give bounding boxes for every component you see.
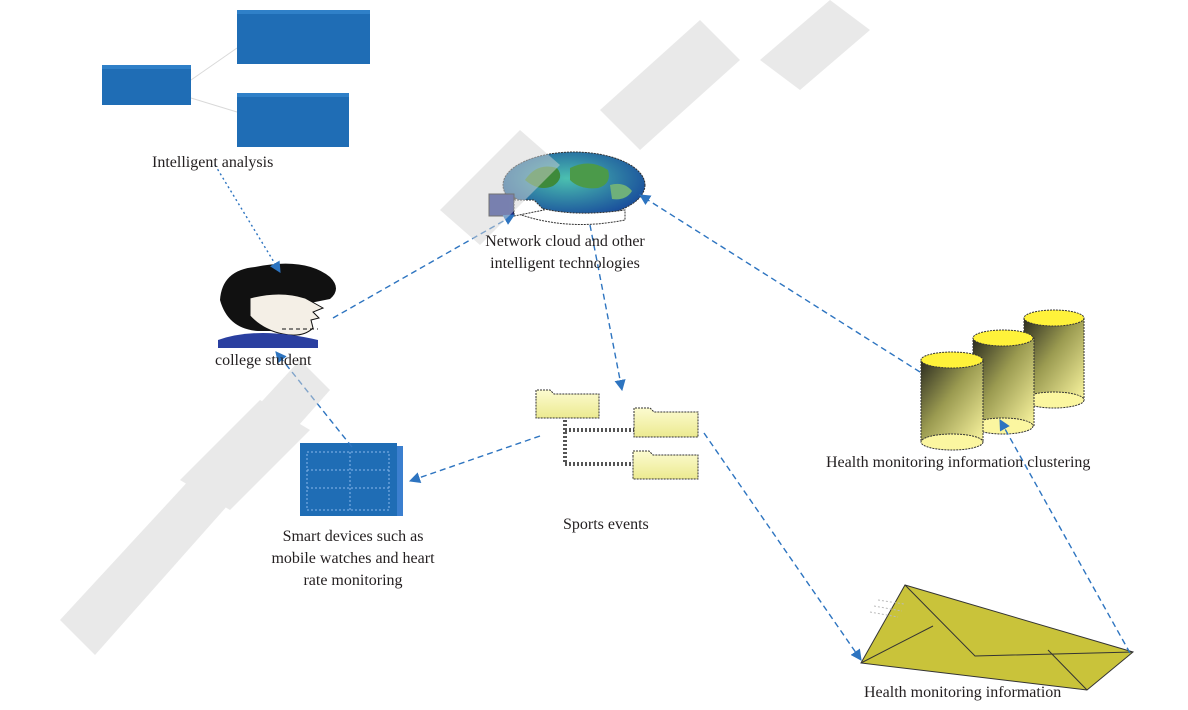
analysis-root-box: [102, 65, 191, 105]
folder-tree-icon: [535, 389, 699, 480]
intelligent-analysis-icon: [102, 10, 370, 147]
folder-icon: [535, 389, 600, 419]
label-line: Smart devices such as: [282, 528, 424, 545]
label-line: rate monitoring: [303, 572, 403, 589]
label-network-cloud: Network cloud and other intelligent tech…: [455, 231, 675, 275]
arrow-sports-to-health-info: [703, 432, 862, 661]
connectors: [214, 164, 1131, 661]
analysis-child-box-1: [237, 10, 370, 64]
student-icon: [218, 263, 336, 348]
envelope-icon: [860, 584, 1135, 691]
cylinder-icon: [920, 351, 984, 451]
smart-device-icon: [300, 443, 403, 516]
label-line: mobile watches and heart: [271, 550, 435, 567]
arrow-cloud-to-sports: [589, 224, 626, 392]
folder-icon: [633, 407, 699, 438]
arrow-clustering-to-cloud: [639, 194, 921, 373]
label-health-clustering: Health monitoring information clustering: [826, 454, 1091, 471]
globe-icon: [488, 151, 646, 225]
label-sports-events: Sports events: [563, 516, 649, 533]
label-line: intelligent technologies: [490, 255, 640, 272]
arrow-health-info-to-clustering: [999, 419, 1131, 654]
label-college-student: college student: [215, 352, 312, 369]
database-cylinders-icon: [920, 309, 1085, 451]
label-smart-devices: Smart devices such as mobile watches and…: [248, 526, 458, 592]
analysis-child-box-2: [237, 93, 349, 147]
folder-icon: [632, 450, 699, 480]
label-line: Network cloud and other: [485, 233, 645, 250]
arrow-sports-to-devices: [408, 435, 541, 483]
arrow-analysis-to-student: [214, 164, 281, 273]
label-health-info: Health monitoring information: [864, 684, 1062, 701]
label-intelligent-analysis: Intelligent analysis: [152, 154, 274, 171]
